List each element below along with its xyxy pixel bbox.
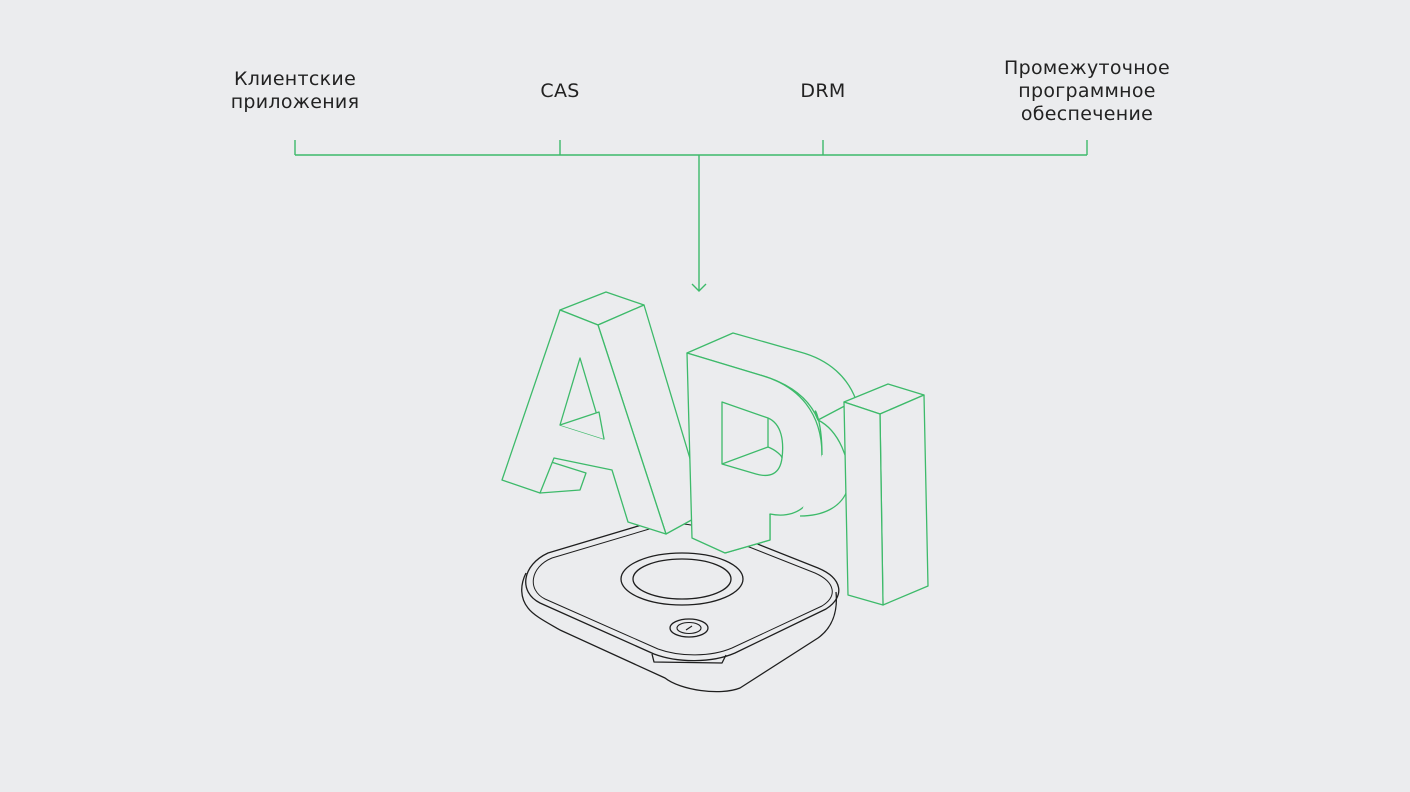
api-3d-lettering: [501, 291, 929, 606]
set-top-box-icon: [521, 517, 840, 693]
source-label-client-apps: Клиентские приложения: [230, 68, 360, 113]
connector-bracket: [294, 140, 1088, 156]
device-top: [525, 517, 840, 662]
device-ring-inner: [632, 558, 732, 600]
source-label-cas: CAS: [540, 80, 580, 102]
device-body: [521, 572, 838, 693]
device-clip: [651, 653, 727, 664]
letter-p: [686, 332, 857, 554]
letter-a: [501, 291, 707, 535]
device-ring-outer: [620, 552, 744, 606]
letter-i: [843, 383, 929, 606]
source-label-middleware: Промежуточное программное обеспечение: [1004, 57, 1170, 125]
source-label-drm: DRM: [800, 80, 846, 102]
power-button-icon: [669, 618, 709, 638]
arrow-down-icon: [691, 155, 707, 292]
